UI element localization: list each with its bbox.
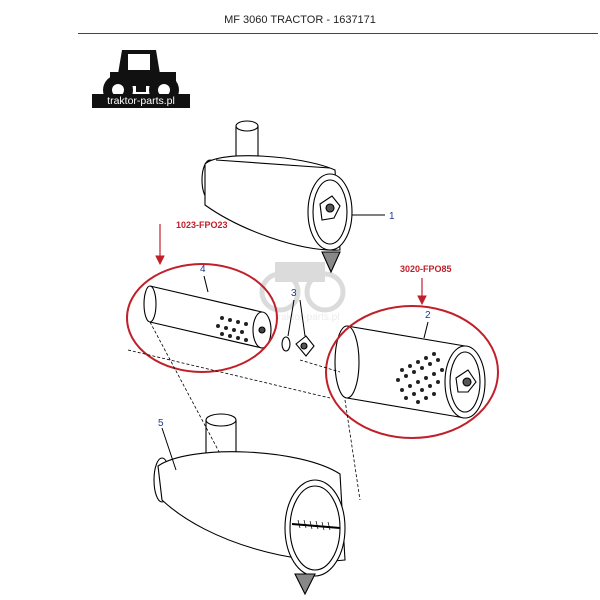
inner-filter-perforations — [216, 316, 248, 342]
air-cleaner-housing-bottom — [153, 413, 346, 596]
highlight-ring-outer — [325, 305, 499, 439]
logo-text: traktor-parts.pl — [92, 94, 190, 108]
part-code-inner: 1023-FPO23 — [176, 220, 228, 230]
arrow-down-icon — [417, 278, 427, 306]
callout-5: 5 — [158, 418, 164, 429]
callout-2: 2 — [425, 310, 431, 321]
callout-4: 4 — [200, 264, 206, 275]
watermark-text: traktor-parts.pl — [275, 312, 339, 323]
highlight-ring-inner — [126, 263, 278, 373]
watermark: traktor-parts.pl — [259, 262, 346, 323]
callout-1: 1 — [389, 211, 395, 222]
header-divider — [78, 33, 598, 34]
outer-filter-perforations — [396, 352, 444, 404]
arrow-down-icon — [155, 224, 165, 266]
outer-filter-element — [334, 325, 486, 419]
part-code-outer: 3020-FPO85 — [400, 264, 452, 274]
inner-filter-element — [143, 285, 272, 349]
page-title: MF 3060 TRACTOR - 1637171 — [224, 14, 376, 26]
washer-and-wing-nut — [281, 335, 315, 357]
air-cleaner-housing-top — [201, 120, 353, 274]
callout-3: 3 — [291, 288, 297, 299]
